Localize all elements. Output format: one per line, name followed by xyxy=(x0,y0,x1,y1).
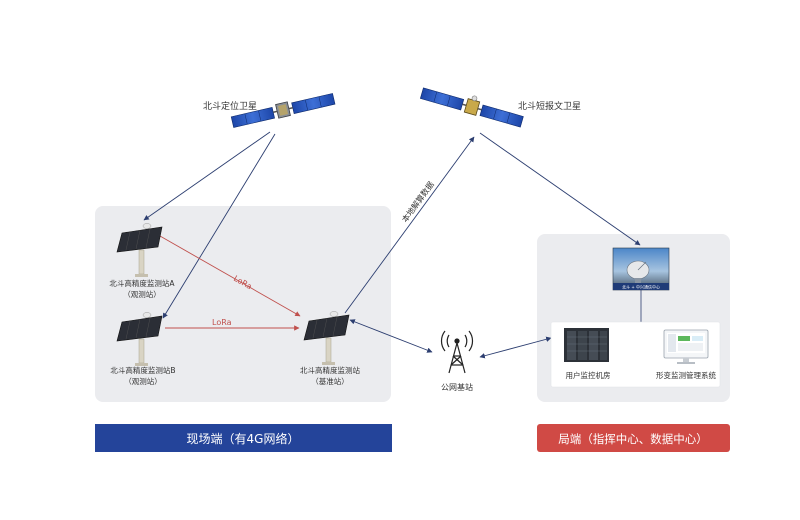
positioning-satellite-icon xyxy=(230,93,336,128)
station-a-icon xyxy=(116,223,163,277)
station-b-role: （观测站） xyxy=(124,376,162,386)
arrow-sat-to-station-a xyxy=(143,131,271,221)
base-station-name: 北斗高精度监测站 xyxy=(300,365,360,375)
arrow-satellite-to-center xyxy=(479,132,641,246)
station-b-name: 北斗高精度监测站B xyxy=(110,365,175,375)
short-message-satellite-label: 北斗短报文卫星 xyxy=(518,100,581,112)
cell-tower-icon xyxy=(440,330,474,374)
station-a-role: （观测站） xyxy=(123,289,161,299)
short-message-satellite-icon xyxy=(419,87,524,128)
arrow-base-to-satellite xyxy=(344,136,475,314)
arrow-sat-to-station-b xyxy=(162,133,276,319)
arrow-tower-to-center xyxy=(479,336,552,359)
public-base-station-label: 公网基站 xyxy=(441,382,473,392)
base-station-role: （基准站） xyxy=(311,376,349,386)
base-station-icon xyxy=(303,311,350,365)
field-panel xyxy=(95,206,391,402)
lora-arrow-a-to-base xyxy=(159,235,301,317)
server-room-icon xyxy=(564,328,609,362)
center-display-icon xyxy=(612,247,670,291)
field-banner xyxy=(95,424,392,452)
bureau-banner xyxy=(537,424,730,452)
field-banner-text: 现场端（有4G网络） xyxy=(187,431,300,446)
station-b-icon xyxy=(116,312,163,366)
monitor-room-label: 用户监控机房 xyxy=(566,370,611,380)
bureau-banner-text: 局端（指挥中心、数据中心） xyxy=(558,432,708,446)
arrow-base-to-tower xyxy=(349,319,433,353)
uplink-label: 本地解算数据 xyxy=(400,179,436,224)
desktop-monitor-icon xyxy=(663,329,709,364)
deformation-system-label: 形变监测管理系统 xyxy=(656,370,716,380)
lora-label-2: LoRa xyxy=(212,318,232,327)
positioning-satellite-label: 北斗定位卫星 xyxy=(203,100,257,112)
center-screen-caption: 北斗 + 中兴通信中心 xyxy=(622,284,660,290)
station-a-name: 北斗高精度监测站A xyxy=(109,278,175,288)
